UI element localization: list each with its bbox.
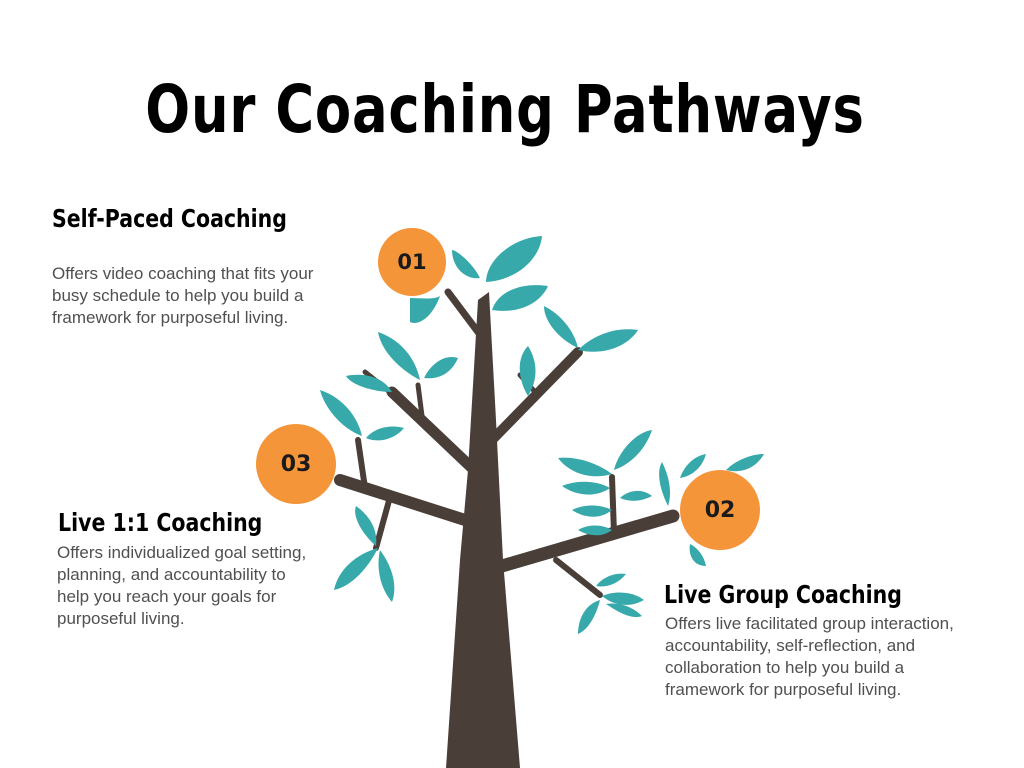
pathway-badge-03: 03	[256, 424, 336, 504]
tree-branches	[334, 288, 680, 598]
page-title: Our Coaching Pathways	[145, 71, 865, 148]
pathway-heading-live-one-on-one: Live 1:1 Coaching	[58, 508, 263, 537]
tree-leaves	[320, 236, 764, 634]
pathway-badge-02: 02	[680, 470, 760, 550]
pathway-heading-live-group: Live Group Coaching	[664, 580, 902, 609]
pathway-description-live-one-on-one: Offers individualized goal setting, plan…	[57, 543, 307, 628]
pathway-description-self-paced: Offers video coaching that fits your bus…	[52, 264, 314, 327]
pathway-description-live-group: Offers live facilitated group interactio…	[665, 614, 954, 699]
pathway-badge-01: 01	[378, 228, 446, 296]
pathway-heading-self-paced: Self-Paced Coaching	[52, 204, 287, 233]
tree-trunk	[446, 292, 520, 768]
